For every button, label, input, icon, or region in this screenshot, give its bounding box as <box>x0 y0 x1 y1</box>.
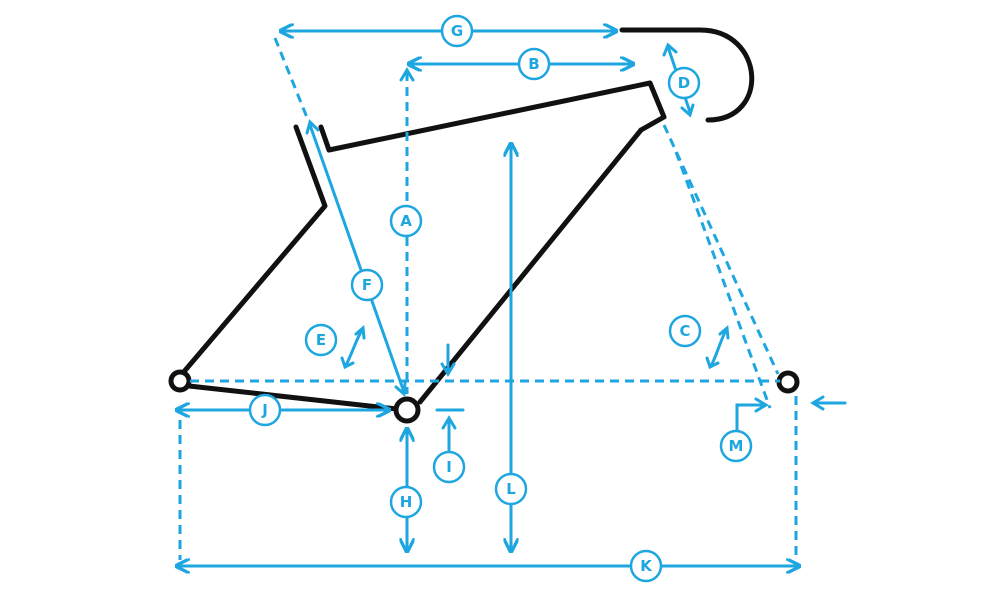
label-c-text: C <box>679 322 690 340</box>
label-d: D <box>667 66 701 100</box>
chainstay <box>177 382 400 412</box>
bb-drop-pointer-head <box>440 362 456 377</box>
dim-c-arrowhead-bottom <box>705 356 720 370</box>
dim-e-arc <box>344 328 364 367</box>
front-axle <box>776 370 800 394</box>
dim-e-arrowhead-top <box>354 324 366 340</box>
dim-d-arrowhead-top <box>662 42 678 57</box>
label-h: H <box>389 485 423 519</box>
label-a: A <box>389 204 423 238</box>
label-b-text: B <box>528 55 539 73</box>
label-j-text: J <box>261 401 268 419</box>
dim-i-arrowhead <box>441 415 457 430</box>
dim-c-arc <box>710 328 728 366</box>
dim-e-arrowhead-bottom <box>340 356 355 370</box>
label-h-text: H <box>400 493 413 511</box>
bottom-bracket <box>393 396 421 424</box>
label-l: L <box>494 472 528 506</box>
label-c: C <box>668 314 702 348</box>
label-i: I <box>432 450 466 484</box>
dim-f-arrow-bottom <box>394 381 407 398</box>
dim-d-arrowhead-bottom <box>680 103 695 118</box>
rear-axle <box>168 369 192 393</box>
front-axle-pointer-head <box>810 395 825 411</box>
down-tube <box>417 127 644 405</box>
dim-f-extension <box>273 37 310 121</box>
dim-m-pointer-head <box>754 397 769 413</box>
label-d-text: D <box>678 74 690 92</box>
label-m: M <box>719 429 753 463</box>
label-e-text: E <box>316 331 326 349</box>
dim-f-arrow-top <box>305 119 320 135</box>
label-e: E <box>304 323 338 357</box>
label-i-text: I <box>446 458 452 476</box>
dim-f-line <box>308 123 406 394</box>
label-b: B <box>517 47 551 81</box>
bike-frame <box>168 27 800 424</box>
dim-a-arrow <box>399 67 415 82</box>
label-f: F <box>350 268 384 302</box>
handlebar <box>619 27 755 123</box>
label-g-text: G <box>451 22 463 40</box>
head-tube-axis <box>662 124 780 375</box>
dim-c-arrowhead-top <box>718 324 730 340</box>
top-tube <box>318 80 667 153</box>
dim-m-pointer <box>735 403 766 432</box>
label-a-text: A <box>400 212 412 230</box>
dimension-lines <box>178 31 847 566</box>
fork-offset-axis <box>674 151 772 409</box>
label-m-text: M <box>729 437 744 455</box>
label-j: J <box>248 393 282 427</box>
seat-stay <box>179 124 328 377</box>
label-l-text: L <box>506 480 516 498</box>
label-k-text: K <box>640 557 653 575</box>
dimension-labels: G B D A F E C J <box>248 14 753 583</box>
label-g: G <box>440 14 474 48</box>
label-k: K <box>629 549 663 583</box>
label-f-text: F <box>362 276 372 294</box>
